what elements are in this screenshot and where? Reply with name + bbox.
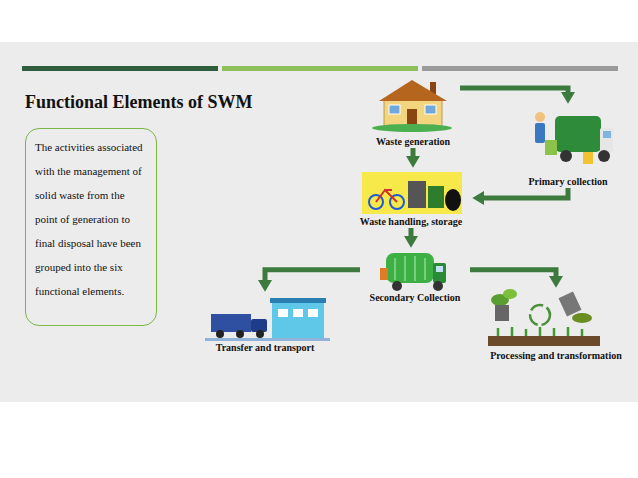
house-wall: [384, 99, 442, 126]
flow-arrow: [411, 148, 416, 156]
tipped-bin: [559, 292, 582, 317]
storage-illustration: [362, 172, 462, 214]
truck-cab: [433, 263, 446, 283]
station-window: [293, 309, 303, 317]
element-label: Waste generation: [376, 136, 450, 148]
wheel: [256, 330, 264, 338]
slide-title: Functional Elements of SWM: [25, 92, 253, 113]
collection-truck-illustration: [535, 112, 613, 164]
waste-bin: [545, 140, 557, 155]
wheel: [392, 281, 402, 291]
header-bar: [422, 66, 618, 71]
description-box: The activities associated with the manag…: [25, 128, 157, 326]
house-window: [389, 105, 400, 114]
house-window: [425, 105, 436, 114]
station-roof: [270, 298, 326, 303]
house-illustration: [372, 80, 452, 132]
transfer-illustration: [205, 298, 330, 341]
plant: [503, 289, 517, 299]
element-label: Transfer and transport: [216, 342, 315, 354]
station-window: [278, 309, 288, 317]
header-bar: [222, 66, 418, 71]
truck-cab: [251, 319, 267, 332]
element-label: Waste handling, storage: [360, 216, 463, 228]
bicycle-frame: [376, 190, 397, 202]
truck-cab: [600, 128, 613, 152]
ground-line: [205, 338, 330, 341]
compactor-truck-illustration: [380, 253, 446, 291]
soil-bed: [488, 336, 600, 346]
element-label: Primary collection: [528, 176, 607, 188]
processing-illustration: [488, 289, 600, 346]
process-element: Processing and transformation: [476, 288, 636, 362]
process-element: Primary collection: [518, 104, 618, 188]
recycling-symbol: [530, 305, 550, 325]
worker-head: [535, 112, 545, 122]
process-element: Waste handling, storage: [350, 168, 472, 228]
wheel: [433, 281, 443, 291]
waste-bin: [428, 186, 444, 208]
garbage-bag: [445, 189, 461, 211]
storage-background: [362, 172, 462, 214]
house-roof: [379, 80, 447, 101]
station-window: [308, 309, 318, 317]
flow-arrow: [460, 88, 568, 92]
cab-window: [603, 131, 611, 138]
wheel: [236, 330, 244, 338]
compost-heap: [572, 313, 592, 323]
hedge: [372, 124, 452, 132]
waste-bin: [408, 181, 426, 208]
wheel: [560, 150, 572, 162]
element-label: Processing and transformation: [490, 350, 621, 362]
worker-body: [535, 123, 545, 143]
cab-window: [436, 266, 443, 272]
header-bar: [22, 66, 218, 71]
flow-arrow: [470, 270, 556, 276]
description-text: The activities associated with the manag…: [35, 135, 147, 303]
flow-arrow: [484, 188, 568, 198]
truck-hopper: [380, 268, 388, 280]
wheel: [598, 150, 610, 162]
truck-stripes: [395, 256, 425, 281]
flow-arrow: [265, 270, 360, 280]
seedlings: [498, 327, 582, 336]
process-element: Waste generation: [366, 76, 460, 148]
process-element: Secondary Collection: [360, 248, 470, 304]
element-label: Secondary Collection: [370, 292, 461, 304]
wheel: [216, 330, 224, 338]
truck-body: [386, 253, 434, 283]
truck-body: [555, 116, 601, 152]
transfer-station: [272, 303, 324, 338]
flow-arrow: [409, 228, 414, 236]
slide-background: [0, 42, 638, 402]
waste-bin: [495, 305, 509, 321]
truck-trailer: [211, 314, 251, 332]
house-door: [407, 109, 417, 126]
process-element: Transfer and transport: [200, 292, 330, 354]
waste-bin: [583, 152, 593, 164]
